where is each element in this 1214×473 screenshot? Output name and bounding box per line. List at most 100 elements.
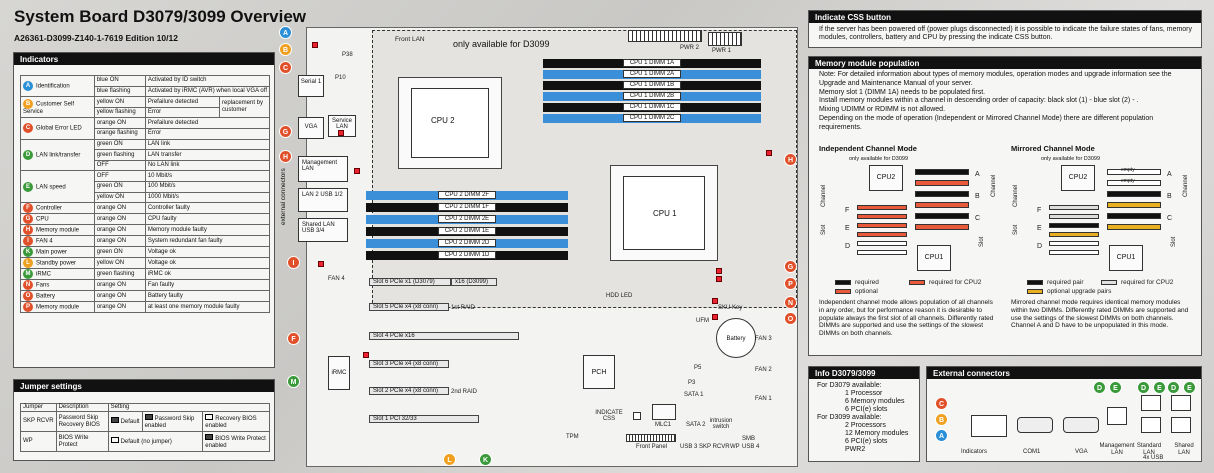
legend-swatch — [835, 289, 851, 294]
indicator-meaning: Memory module faulty — [144, 224, 271, 237]
hdd-led-label: HDD LED — [606, 293, 633, 299]
management-lan-connector — [1107, 407, 1127, 425]
indicator-state: yellow ON — [93, 96, 146, 108]
led-fan — [712, 298, 718, 304]
front-panel-connector — [626, 434, 676, 442]
indicate-css-title: Indicate CSS button — [809, 11, 1201, 23]
p3-label: P3 — [688, 380, 696, 386]
legend-label: optional upgrade pairs — [1047, 288, 1112, 295]
jumper-description: BIOS Write Protect — [55, 431, 109, 452]
indicate-css-text: If the server has been powered off (powe… — [819, 26, 1193, 42]
jumper-setting: Password Skip enabled — [141, 411, 204, 432]
legend-swatch — [1027, 280, 1043, 285]
indicator-label: Global Error LED — [36, 126, 82, 133]
empty-slot-label: empty — [1121, 178, 1135, 184]
info-line: PWR2 — [845, 446, 866, 454]
callout-g-icon: G — [279, 125, 292, 138]
indicator-letter-icon: D — [23, 149, 33, 160]
front-panel-label: Front Panel — [636, 444, 668, 450]
irmc-chip: iRMC — [328, 356, 350, 390]
callout-o-icon: O — [784, 312, 797, 325]
mem-channel-letter: D — [1037, 243, 1043, 250]
indicate-css-button[interactable] — [633, 412, 641, 420]
mem-channel-letter: C — [975, 215, 981, 222]
mem-channel-letter: E — [1037, 225, 1042, 232]
indicator-state: orange ON — [93, 301, 146, 314]
legend-label: required — [855, 279, 879, 286]
indicate-css-label: INDICATE CSS — [595, 410, 623, 422]
cpu2-dimm-slot: CPU 2 DIMM 2E — [366, 215, 568, 224]
indicator-letter-icon: C — [23, 123, 33, 134]
indicator-state: orange ON — [93, 235, 146, 248]
indicator-meaning: iRMC ok — [144, 268, 271, 281]
pwr2-label: PWR 2 — [680, 45, 700, 51]
jumper-setting: BIOS Write Protect enabled — [202, 431, 270, 452]
jumper-name: SKP RCVR — [20, 411, 57, 432]
info-title: Info D3079/3099 — [809, 367, 919, 379]
indicator-meaning: No LAN link — [144, 159, 271, 172]
jumper-name: WP — [20, 431, 57, 452]
usb4-label: USB 4 — [742, 444, 760, 450]
mem-channel-letter: C — [1167, 215, 1173, 222]
fan1-label: FAN 1 — [755, 396, 772, 402]
indicator-state: blue ON — [93, 75, 146, 87]
callout-e-icon: E — [1183, 381, 1196, 394]
pwr1-label: PWR 1 — [712, 48, 732, 54]
independent-only-label: only available for D3099 — [849, 156, 909, 162]
callout-c-icon: C — [279, 61, 292, 74]
mem-diagram-slot — [1107, 180, 1161, 186]
mem-diagram-slot — [1107, 191, 1161, 197]
indicator-meaning: 100 Mbit/s — [144, 180, 271, 193]
mem-diagram-slot — [857, 223, 907, 228]
mem-channel-letter: A — [975, 171, 980, 178]
mem-diagram-slot — [1107, 169, 1161, 175]
memory-note-line: Memory slot 1 (DIMM 1A) needs to be popu… — [819, 88, 986, 96]
skp-rcvr-label: SKP RCVR — [699, 444, 730, 450]
cpu2-label: CPU 2 — [431, 116, 455, 125]
mem-diagram-slot — [857, 232, 907, 237]
mem-channel-letter: B — [975, 193, 980, 200]
indicator-state: orange flashing — [93, 127, 146, 140]
indicator-meaning: Activated by iRMC (AVR) when local VGA o… — [144, 85, 271, 98]
led-battery — [712, 314, 718, 320]
indicator-meaning: Battery faulty — [144, 290, 271, 303]
info-line: 6 Memory modules — [845, 398, 905, 406]
info-line: For D3099 available: — [817, 414, 882, 422]
indicator-letter-icon: H — [23, 225, 33, 236]
led-cpu — [716, 268, 722, 274]
mem-channel-letter: E — [845, 225, 850, 232]
mem-diagram-slot — [1107, 213, 1161, 219]
pci-slot: Slot 2 PCIe x4 (x8 conn) — [369, 387, 449, 395]
dimm-label: CPU 1 DIMM 1B — [622, 81, 682, 89]
indicator-meaning: Fan faulty — [144, 279, 271, 292]
indicator-letter-icon: M — [23, 269, 33, 280]
pwr2-connector — [628, 30, 702, 42]
mem-diagram-cpu1: CPU1 — [917, 245, 951, 271]
ext-standard-lan-label: Standard LAN — [1136, 443, 1162, 456]
mlc1-chip — [652, 404, 676, 420]
mem-diagram-slot — [857, 205, 907, 210]
callout-m-icon: M — [287, 375, 300, 388]
mem-diagram-slot — [1049, 250, 1099, 255]
led-memory — [354, 168, 360, 174]
mem-diagram-cpu2: CPU2 — [869, 165, 903, 191]
dimm-label: CPU 1 DIMM 2C — [622, 114, 682, 122]
indicator-label: LAN link/transfer — [36, 152, 81, 159]
cpu1-socket: CPU 1 — [610, 165, 718, 261]
jumper-header: Jumper — [20, 403, 57, 412]
indicator-state: green flashing — [93, 268, 146, 281]
info-line: 1 Processor — [845, 390, 883, 398]
legend-label: optional — [855, 288, 878, 295]
raid-label: 1st RAID — [451, 305, 476, 311]
mem-slot-label: Slot — [979, 236, 985, 247]
